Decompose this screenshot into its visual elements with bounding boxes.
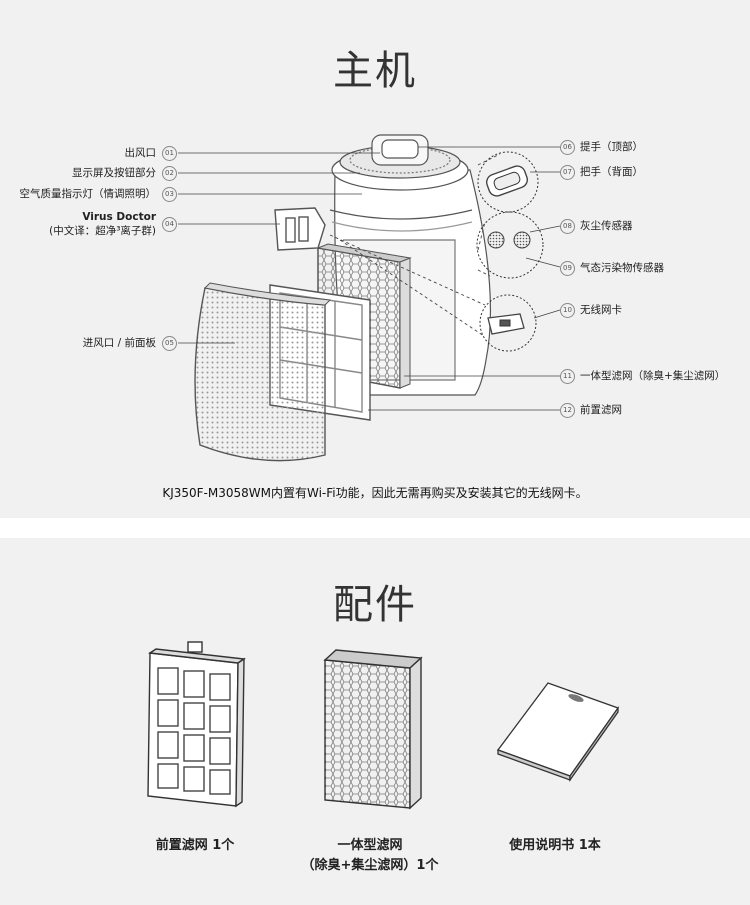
label-air-outlet: 出风口 [125, 147, 157, 160]
integrated-filter-accessory [325, 650, 421, 808]
user-manual-accessory [498, 683, 618, 780]
virus-doctor-drawing [275, 208, 325, 250]
accessories-panel: 配件 前置滤网 1个 [0, 538, 750, 905]
num-02: 02 [162, 166, 177, 181]
caption-manual: 使用说明书 1本 [475, 836, 635, 856]
label-virus-doctor: Virus Doctor [82, 211, 156, 224]
pre-filter-accessory [148, 642, 244, 806]
label-pre-filter: 前置滤网 [580, 404, 622, 417]
front-panel-drawing [195, 283, 330, 461]
caption-pre-filter: 前置滤网 1个 [120, 836, 270, 856]
num-11: 11 [560, 369, 575, 384]
label-top-handle: 提手（顶部） [580, 141, 643, 154]
num-10: 10 [560, 303, 575, 318]
label-gas-sensor: 气态污染物传感器 [580, 262, 664, 275]
detail-handle [478, 152, 538, 212]
label-dust-sensor: 灰尘传感器 [580, 220, 633, 233]
label-virus-doctor-sub: (中文译：超净³离子群) [49, 225, 156, 238]
num-12: 12 [560, 403, 575, 418]
detail-sensors [477, 212, 543, 278]
num-06: 06 [560, 140, 575, 155]
num-01: 01 [162, 146, 177, 161]
label-inlet-front-panel: 进风口 / 前面板 [83, 337, 156, 350]
label-air-quality-light: 空气质量指示灯（情调照明） [20, 188, 157, 201]
label-display-buttons: 显示屏及按钮部分 [72, 167, 156, 180]
caption-integrated-filter: 一体型滤网 （除臭+集尘滤网）1个 [285, 836, 455, 876]
wifi-note: KJ350F-M3058WM内置有Wi-Fi功能，因此无需再购买及安装其它的无线… [0, 484, 750, 501]
label-integrated-filter: 一体型滤网（除臭+集尘滤网） [580, 370, 725, 383]
num-07: 07 [560, 165, 575, 180]
num-03: 03 [162, 187, 177, 202]
num-04: 04 [162, 217, 177, 232]
main-unit-panel: 主机 [0, 0, 750, 518]
num-09: 09 [560, 261, 575, 276]
label-back-handle: 把手（背面） [580, 166, 643, 179]
exploded-diagram [0, 0, 750, 518]
num-05: 05 [162, 336, 177, 351]
label-wireless-card: 无线网卡 [580, 304, 622, 317]
num-08: 08 [560, 219, 575, 234]
